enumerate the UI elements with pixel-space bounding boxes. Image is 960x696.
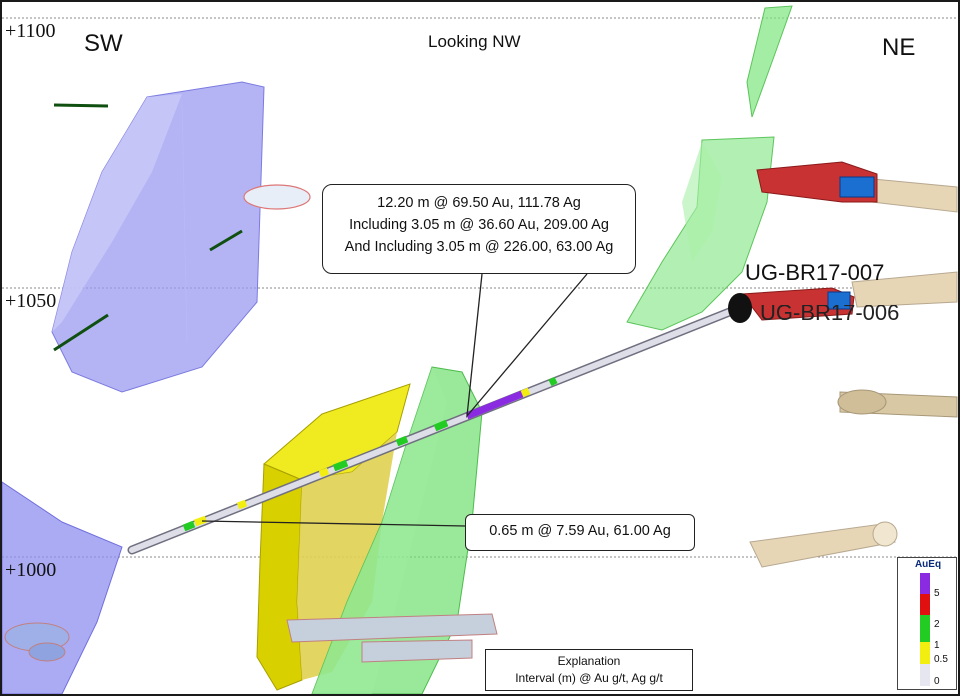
interval-yellow-4 [193, 515, 208, 527]
legend-swatch-1 [920, 615, 930, 642]
elevation-label-1000: +1000 [5, 559, 57, 581]
legend-swatch-05 [920, 642, 930, 664]
yellow-vein [256, 383, 411, 691]
callout-main-line-3: And Including 3.05 m @ 226.00, 63.00 Ag [344, 239, 614, 255]
view-orientation: Looking NW [428, 32, 521, 51]
legend-label-05: 0.5 [934, 654, 948, 665]
direction-sw: SW [84, 30, 123, 57]
green-vein-middle [311, 366, 483, 694]
explanation-box: Explanation Interval (m) @ Au g/t, Ag g/… [485, 649, 693, 691]
interval-green-1 [548, 376, 558, 387]
legend-swatch-0 [920, 664, 930, 686]
working-small-upper [243, 184, 311, 210]
legend-swatch-2 [920, 594, 930, 615]
interval-green-4 [332, 459, 349, 472]
legend-label-5: 5 [934, 588, 940, 599]
interval-green-2 [433, 419, 449, 432]
red-workings [741, 161, 878, 321]
legend-title: AuEq [914, 559, 942, 570]
elevation-label-1050: +1050 [5, 290, 57, 312]
legend-swatch-5 [920, 573, 930, 594]
blue-vein-upper [51, 81, 265, 393]
legend-label-1: 1 [934, 640, 940, 651]
callout-main-line-2: Including 3.05 m @ 36.60 Au, 209.00 Ag [349, 217, 609, 233]
interval-yellow-1 [520, 387, 531, 398]
tan-workings [749, 176, 958, 568]
drillhole-collar [728, 293, 752, 323]
interval-yellow-3 [236, 499, 248, 510]
bottom-workings [286, 613, 498, 663]
explanation-title: Explanation [557, 654, 621, 668]
drillhole-label-006: UG-BR17-006 [760, 300, 900, 325]
drillhole-label-007: UG-BR17-007 [745, 260, 885, 285]
intercept-callout-main: 12.20 m @ 69.50 Au, 111.78 Ag Including … [322, 184, 636, 274]
callout-leaders [201, 273, 588, 527]
elevation-label-1100: +1100 [5, 20, 56, 42]
callout-low-text: 0.65 m @ 7.59 Au, 61.00 Ag [489, 523, 671, 539]
blue-vein-lower [2, 481, 123, 694]
interval-yellow-2 [318, 467, 330, 478]
legend-label-2: 2 [934, 619, 940, 630]
callout-main-line-1: 12.20 m @ 69.50 Au, 111.78 Ag [377, 195, 581, 211]
short-drill-traces [53, 103, 243, 352]
explanation-text: Interval (m) @ Au g/t, Ag g/t [515, 671, 663, 685]
interval-green-5 [182, 520, 196, 532]
direction-ne: NE [882, 34, 916, 61]
interval-green-3 [395, 435, 409, 447]
aueq-legend: AuEq 5 2 1 0.5 0 [897, 557, 957, 690]
drillhole-ug-br17-007 [127, 293, 752, 555]
intercept-callout-low: 0.65 m @ 7.59 Au, 61.00 Ag [465, 514, 695, 551]
legend-label-0: 0 [934, 676, 940, 687]
interval-purple [465, 388, 529, 420]
